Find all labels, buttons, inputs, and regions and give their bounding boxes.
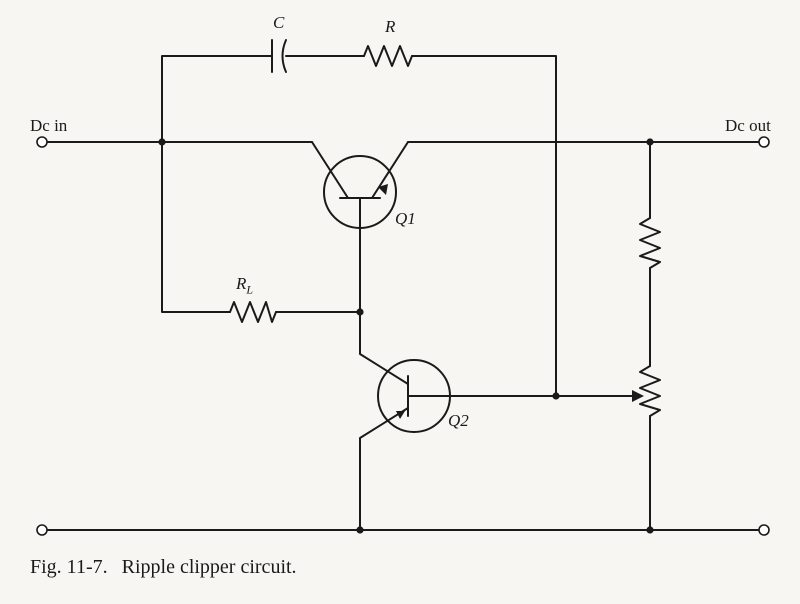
junction-dot xyxy=(646,138,654,146)
wire-top-right xyxy=(411,55,557,397)
junction-dot xyxy=(646,526,654,534)
junction-dot xyxy=(356,308,364,316)
resistor-rl xyxy=(229,301,277,323)
label-dc-out: Dc out xyxy=(725,116,771,135)
label-q1: Q1 xyxy=(395,209,416,228)
figure-number: Fig. 11-7. xyxy=(30,556,108,578)
transistor-q2 xyxy=(359,311,557,531)
transistor-q1 xyxy=(311,141,409,313)
terminal-dc-out xyxy=(758,136,770,148)
junction-dot xyxy=(158,138,166,146)
capacitor-c xyxy=(271,39,287,73)
label-load-resistor: RL xyxy=(236,274,254,297)
label-q2: Q2 xyxy=(448,411,469,430)
junction-dot xyxy=(552,392,560,400)
label-dc-in: Dc in xyxy=(30,116,68,135)
figure-caption: Fig. 11-7. Ripple clipper circuit. xyxy=(30,556,297,579)
figure-caption-text: Ripple clipper circuit. xyxy=(121,556,297,578)
wire-top-left xyxy=(161,55,273,143)
label-resistor: R xyxy=(385,17,396,36)
terminal-ground-right xyxy=(758,524,770,536)
wire-rl-left xyxy=(161,141,231,313)
label-capacitor: C xyxy=(273,13,285,32)
resistor-divider xyxy=(639,217,661,269)
junction-dot xyxy=(356,526,364,534)
wiper-arrow xyxy=(632,390,644,402)
terminal-dc-in xyxy=(36,136,48,148)
resistor-r xyxy=(363,45,413,67)
terminal-ground-left xyxy=(36,524,48,536)
potentiometer xyxy=(639,365,661,417)
